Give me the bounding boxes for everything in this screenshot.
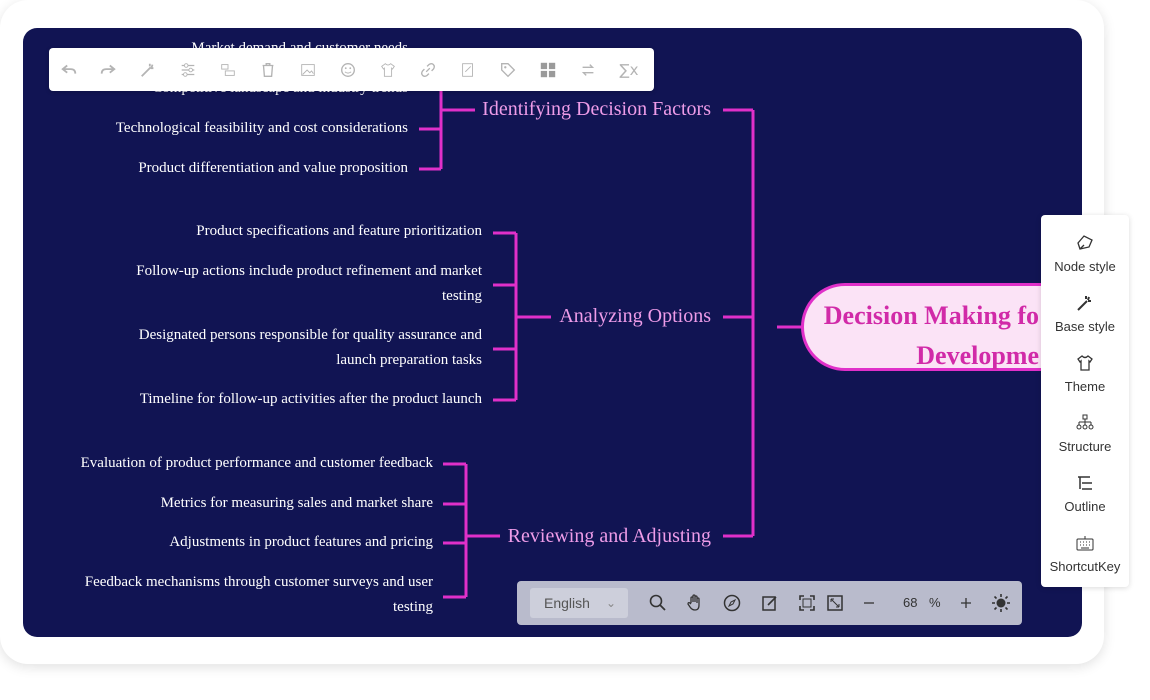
root-node[interactable]: Decision Making fo Developme bbox=[801, 283, 1082, 371]
edit-icon[interactable] bbox=[760, 593, 780, 613]
subtopic-icon[interactable] bbox=[217, 59, 239, 81]
connector-lines bbox=[419, 68, 803, 599]
base-style-icon bbox=[1077, 296, 1091, 311]
fullscreen-icon[interactable] bbox=[825, 593, 845, 613]
zoom-level: 68 bbox=[903, 595, 918, 610]
theme-toggle-icon[interactable] bbox=[991, 593, 1011, 613]
branch-analyzing-options[interactable]: Analyzing Options bbox=[559, 305, 711, 327]
branch-reviewing-adjusting[interactable]: Reviewing and Adjusting bbox=[507, 525, 711, 547]
summary-icon[interactable] bbox=[537, 59, 559, 81]
leaf-product-differentiation[interactable]: Product differentiation and value propos… bbox=[138, 160, 408, 176]
editing-toolbar: ∑x bbox=[49, 48, 654, 91]
base-style-label: Base style bbox=[1055, 319, 1115, 334]
structure-button[interactable]: Structure bbox=[1041, 399, 1129, 459]
node-style-button[interactable]: Node style bbox=[1041, 219, 1129, 279]
base-style-button[interactable]: Base style bbox=[1041, 279, 1129, 339]
chevron-down-icon: ⌄ bbox=[605, 596, 616, 610]
root-title-line1: Decision Making fo bbox=[823, 301, 1039, 330]
trash-icon[interactable] bbox=[257, 59, 279, 81]
leaf-evaluation[interactable]: Evaluation of product performance and cu… bbox=[80, 455, 433, 471]
language-select[interactable]: English ⌄ bbox=[530, 588, 628, 618]
search-icon[interactable] bbox=[648, 593, 668, 613]
structure-label: Structure bbox=[1058, 439, 1112, 454]
theme-label: Theme bbox=[1064, 379, 1106, 394]
leaf-adjustments[interactable]: Adjustments in product features and pric… bbox=[169, 534, 433, 550]
right-side-panel: Node style Base style Theme Structure Ou… bbox=[1041, 215, 1129, 587]
leaf-metrics[interactable]: Metrics for measuring sales and market s… bbox=[160, 495, 433, 511]
keyboard-icon bbox=[1076, 536, 1094, 551]
style-painter-icon[interactable] bbox=[137, 59, 159, 81]
leaf-product-specs[interactable]: Product specifications and feature prior… bbox=[196, 223, 482, 239]
shirt-icon[interactable] bbox=[377, 59, 399, 81]
root-title-line2: Developme bbox=[916, 341, 1039, 370]
image-icon[interactable] bbox=[297, 59, 319, 81]
fit-icon[interactable] bbox=[797, 593, 817, 613]
outline-button[interactable]: Outline bbox=[1041, 459, 1129, 519]
leaf-feedback-mechanisms[interactable]: Feedback mechanisms through customer sur… bbox=[84, 574, 433, 615]
leaf-tech-feasibility[interactable]: Technological feasibility and cost consi… bbox=[115, 120, 408, 136]
note-icon[interactable] bbox=[457, 59, 479, 81]
leaf-designated-persons[interactable]: Designated persons responsible for quali… bbox=[138, 327, 482, 368]
structure-icon bbox=[1076, 414, 1094, 430]
hand-icon[interactable] bbox=[685, 593, 705, 613]
theme-button[interactable]: Theme bbox=[1041, 339, 1129, 399]
root-title: Decision Making fo Developme bbox=[804, 296, 1039, 376]
formula-icon[interactable]: ∑x bbox=[619, 61, 639, 79]
outline-icon bbox=[1078, 476, 1092, 490]
node-style-icon bbox=[1077, 235, 1093, 250]
sliders-icon[interactable] bbox=[177, 59, 199, 81]
compass-icon[interactable] bbox=[722, 593, 742, 613]
undo-icon[interactable] bbox=[58, 59, 80, 81]
emoji-icon[interactable] bbox=[337, 59, 359, 81]
relation-icon[interactable] bbox=[577, 59, 599, 81]
language-value: English bbox=[544, 595, 590, 611]
leaf-timeline[interactable]: Timeline for follow-up activities after … bbox=[139, 391, 482, 407]
zoom-out-icon[interactable] bbox=[859, 593, 879, 613]
shortcut-key-label: ShortcutKey bbox=[1049, 559, 1121, 574]
shortcut-key-button[interactable]: ShortcutKey bbox=[1041, 519, 1129, 579]
app-card: Market demand and customer needs Competi… bbox=[23, 28, 1082, 637]
redo-icon[interactable] bbox=[97, 59, 119, 81]
mindmap-canvas[interactable]: Market demand and customer needs Competi… bbox=[23, 28, 1082, 637]
tag-icon[interactable] bbox=[497, 59, 519, 81]
branch-identifying-decision-factors[interactable]: Identifying Decision Factors bbox=[482, 98, 711, 120]
bottom-toolbar: English ⌄ 68 % bbox=[517, 581, 1022, 625]
zoom-in-icon[interactable] bbox=[956, 593, 976, 613]
theme-icon bbox=[1077, 355, 1093, 371]
zoom-unit: % bbox=[929, 595, 941, 610]
node-style-label: Node style bbox=[1054, 259, 1116, 274]
link-icon[interactable] bbox=[417, 59, 439, 81]
leaf-follow-up-actions[interactable]: Follow-up actions include product refine… bbox=[136, 263, 482, 304]
outline-label: Outline bbox=[1064, 499, 1106, 514]
